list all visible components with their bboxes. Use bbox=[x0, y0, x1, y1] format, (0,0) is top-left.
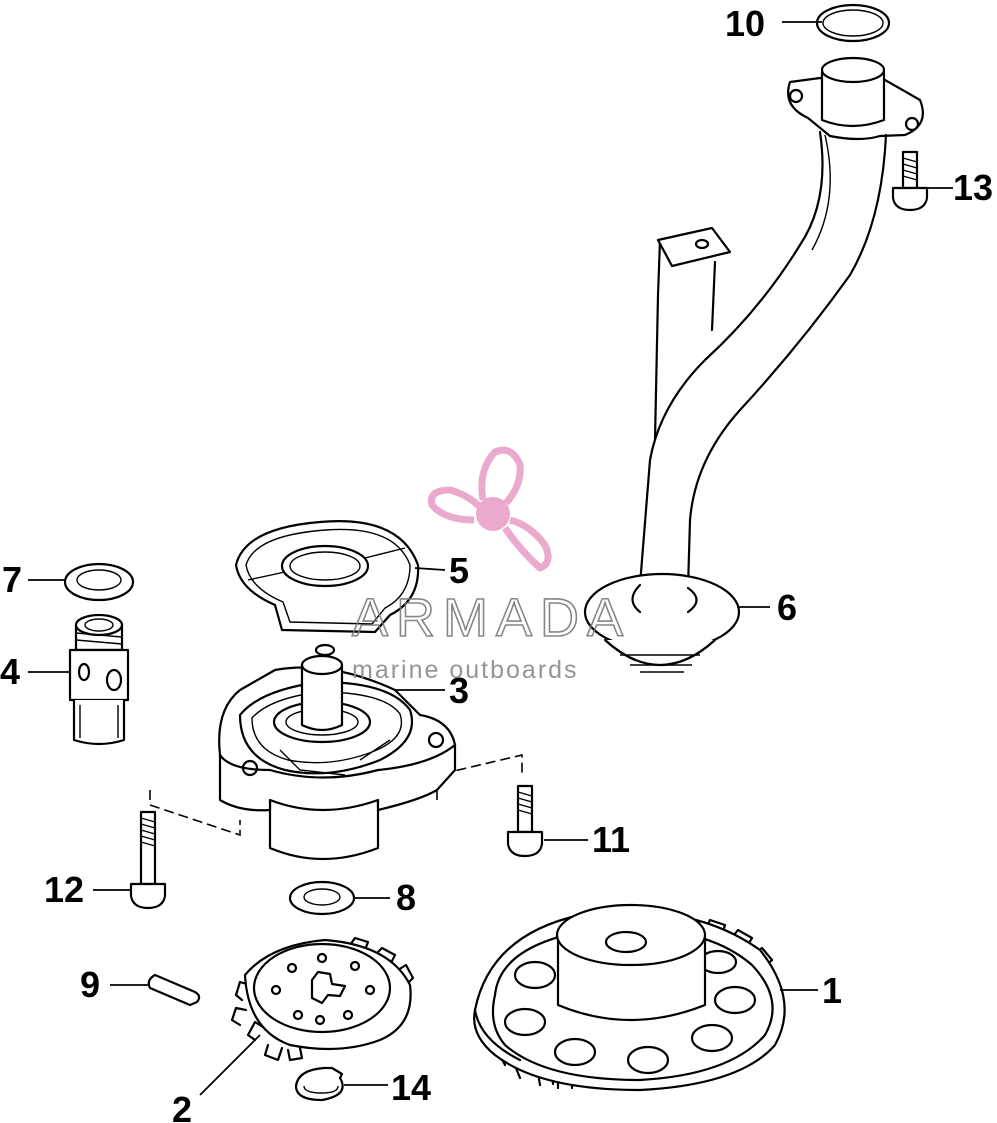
watermark: ARMADA marine outboards bbox=[351, 446, 631, 684]
part-10-o-ring bbox=[815, 3, 891, 43]
part-14-circlip bbox=[294, 1066, 344, 1102]
part-6-oil-strainer bbox=[583, 56, 924, 673]
part-2-drive-gear bbox=[230, 936, 415, 1062]
callout-11: 11 bbox=[592, 819, 630, 860]
part-7-washer bbox=[63, 562, 135, 602]
part-9-pin bbox=[147, 973, 201, 1007]
watermark-tagline: marine outboards bbox=[352, 656, 579, 684]
part-3-pump-housing bbox=[149, 643, 523, 861]
callout-12: 12 bbox=[44, 869, 84, 910]
callout-5: 5 bbox=[449, 550, 469, 591]
part-5-gasket bbox=[234, 520, 420, 634]
part-8-washer bbox=[288, 880, 356, 916]
propeller-logo-icon bbox=[427, 446, 552, 572]
callout-8: 8 bbox=[396, 877, 416, 918]
callout-14: 14 bbox=[391, 1067, 431, 1108]
part-12-bolt bbox=[129, 810, 167, 910]
part-1-driven-gear bbox=[473, 903, 786, 1092]
watermark-brand: ARMADA bbox=[352, 588, 631, 648]
part-4-relief-valve bbox=[68, 613, 130, 746]
callout-6: 6 bbox=[777, 587, 797, 628]
callout-7: 7 bbox=[2, 559, 22, 600]
callout-1: 1 bbox=[822, 970, 842, 1011]
leader-lines bbox=[28, 21, 953, 1096]
callout-13: 13 bbox=[953, 167, 993, 208]
callout-3: 3 bbox=[449, 670, 469, 711]
part-11-bolt bbox=[506, 784, 544, 858]
propeller-hub bbox=[476, 497, 510, 531]
callout-2: 2 bbox=[172, 1089, 192, 1123]
part-13-bolt bbox=[891, 150, 929, 212]
callout-10: 10 bbox=[725, 3, 765, 44]
callout-9: 9 bbox=[80, 964, 100, 1005]
callout-numbers: 1 2 3 4 5 6 7 8 9 10 11 12 13 14 bbox=[0, 3, 993, 1123]
callout-4: 4 bbox=[0, 651, 20, 692]
